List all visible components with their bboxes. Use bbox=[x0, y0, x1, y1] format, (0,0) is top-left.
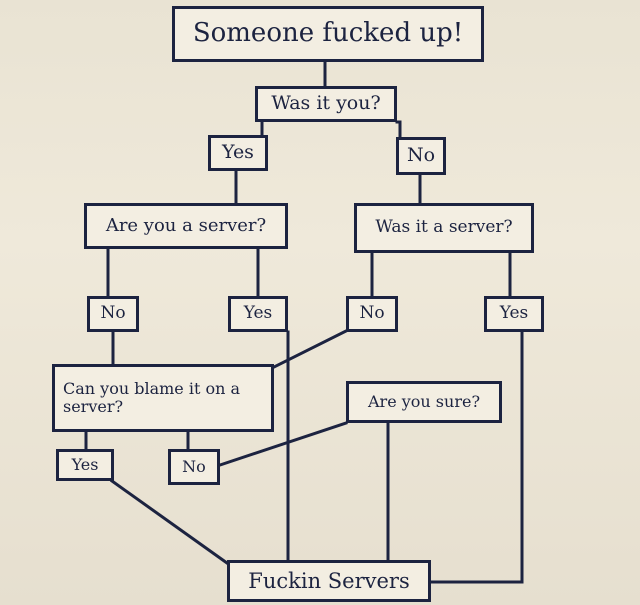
result-fuckin-servers: Fuckin Servers bbox=[227, 560, 431, 602]
question-are-you-sure: Are you sure? bbox=[346, 381, 502, 423]
title-node: Someone fucked up! bbox=[172, 6, 484, 62]
answer-yes-are-you-server: Yes bbox=[228, 296, 288, 332]
answer-no-blame: No bbox=[168, 449, 220, 485]
answer-no-was-it-server: No bbox=[346, 296, 398, 332]
connector-yes-to-result bbox=[109, 478, 230, 566]
question-was-it-a-server: Was it a server? bbox=[354, 203, 534, 253]
answer-no-was-it-you: No bbox=[396, 137, 446, 175]
question-can-you-blame-server: Can you blame it on a server? bbox=[52, 364, 274, 432]
question-are-you-a-server: Are you a server? bbox=[84, 203, 288, 249]
connector-no-to-sure bbox=[218, 421, 348, 467]
answer-yes-was-it-you: Yes bbox=[208, 135, 268, 171]
connector-was-server-no-to-blame bbox=[271, 327, 351, 370]
answer-yes-was-it-server: Yes bbox=[484, 296, 544, 332]
answer-no-are-you-server: No bbox=[87, 296, 139, 332]
answer-yes-blame: Yes bbox=[56, 449, 114, 481]
question-was-it-you: Was it you? bbox=[255, 86, 397, 122]
